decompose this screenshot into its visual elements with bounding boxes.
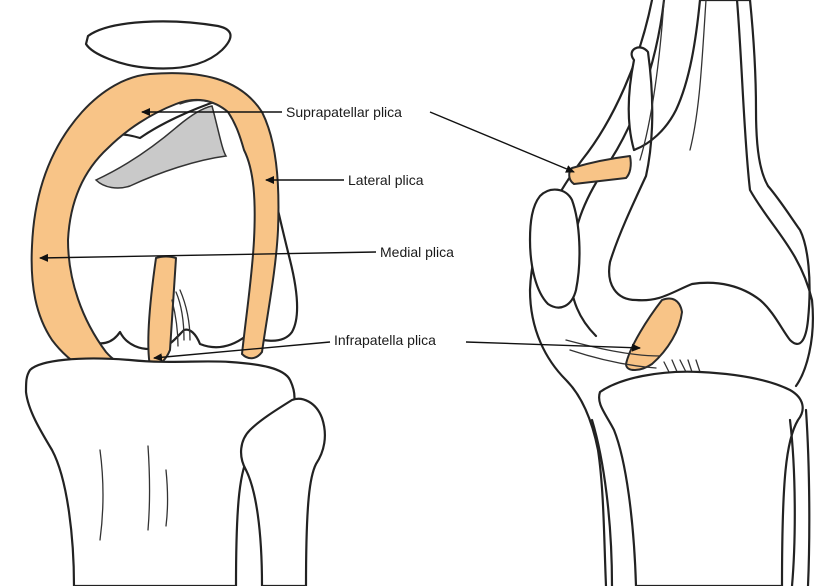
tibia-side — [599, 372, 803, 586]
patella-side — [530, 190, 579, 308]
side-view-knee — [530, 0, 813, 586]
femur-side — [609, 0, 809, 344]
infrapatella-leader-front — [154, 342, 330, 358]
suprapatellar-leader-side — [430, 112, 574, 172]
lateral-plica-label: Lateral plica — [348, 172, 424, 188]
suprapatellar-plica-label: Suprapatellar plica — [286, 104, 402, 120]
front-view-knee — [26, 21, 325, 586]
infrapatella-leader-side — [466, 342, 640, 348]
fibula-side — [790, 410, 809, 586]
patella — [86, 21, 231, 68]
fibula — [241, 399, 325, 586]
infrapatella-plica-label: Infrapatella plica — [334, 332, 436, 348]
infrapatellar-plica-side — [626, 299, 682, 371]
suprapatellar-plica-side — [569, 156, 631, 184]
medial-plica-label: Medial plica — [380, 244, 454, 260]
